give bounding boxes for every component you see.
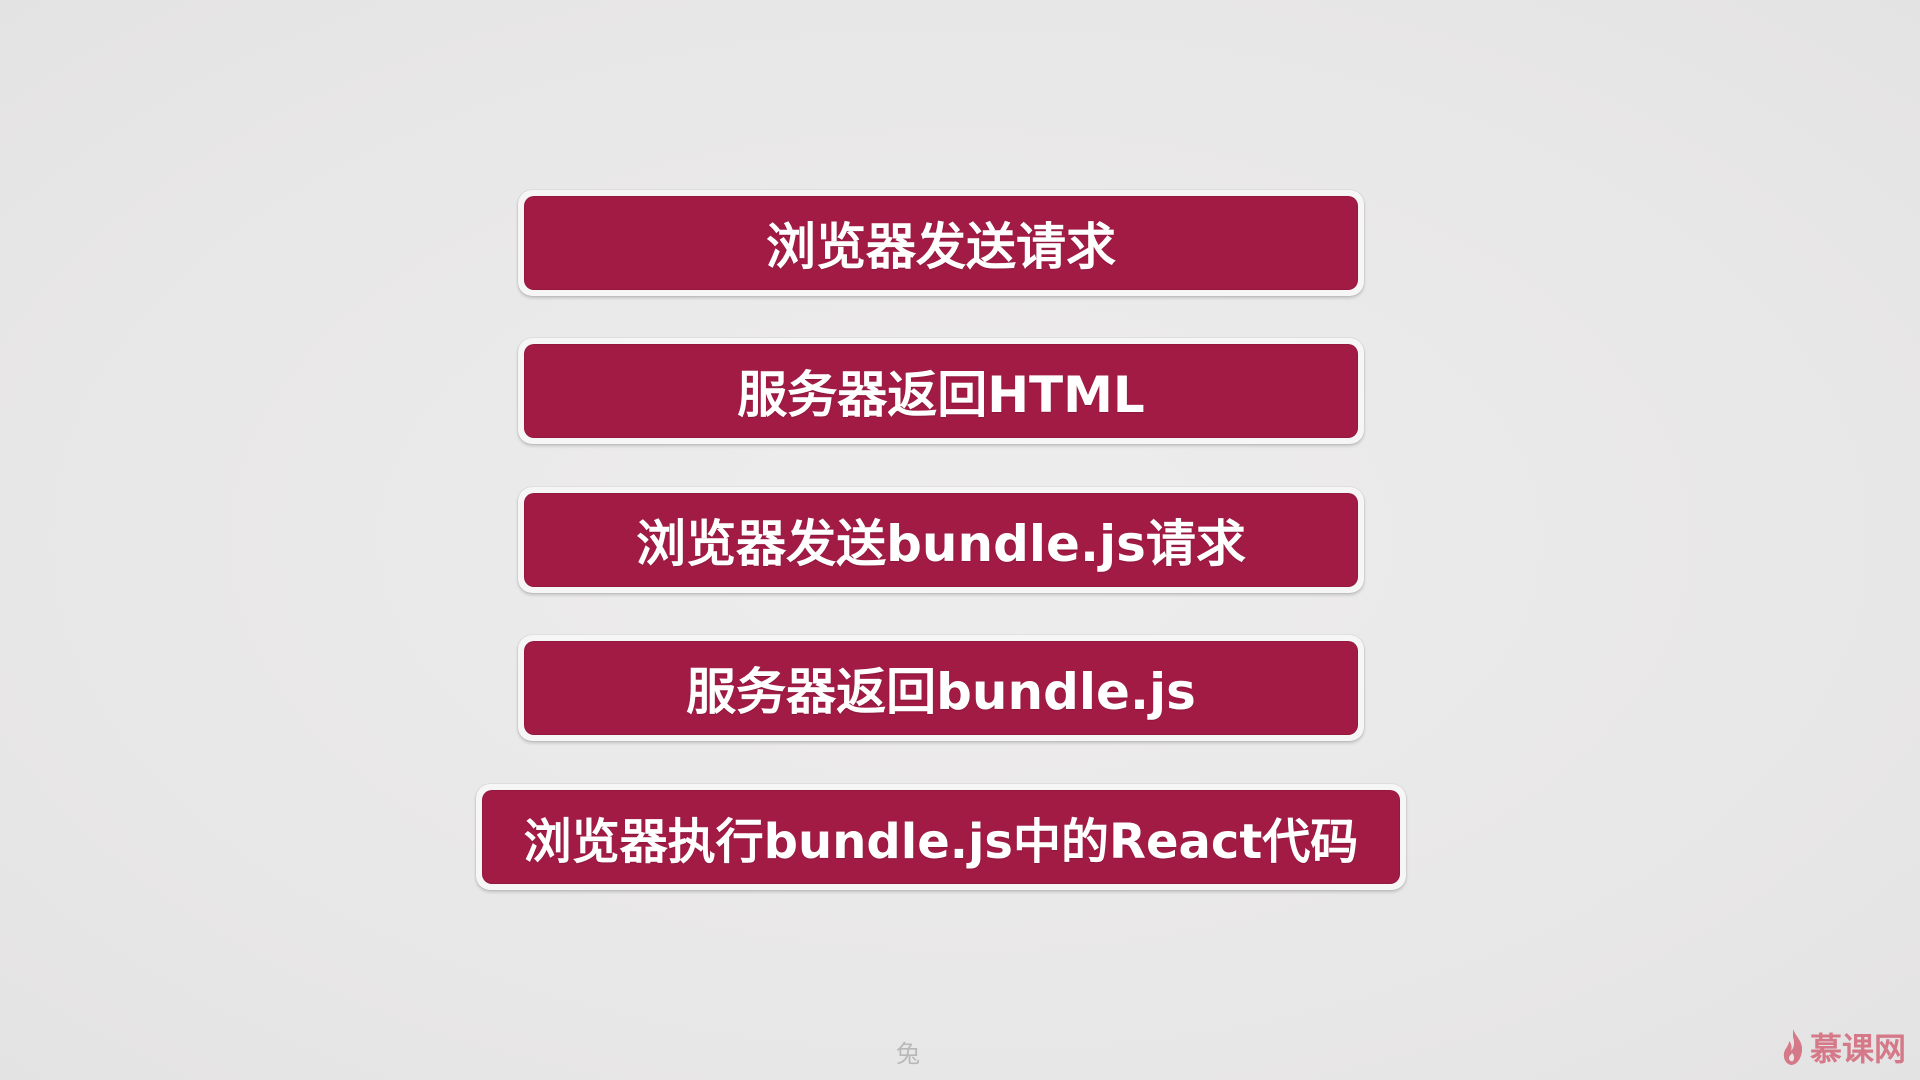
flow-step-label: 浏览器发送bundle.js请求 (636, 515, 1246, 573)
flow-step-box: 服务器返回HTML (524, 344, 1358, 438)
flow-step-box: 服务器返回bundle.js (524, 641, 1358, 735)
flow-step-label: 服务器返回HTML (737, 366, 1145, 424)
flow-step-box: 浏览器执行bundle.js中的React代码 (482, 790, 1400, 884)
flow-step-2: 服务器返回HTML (518, 338, 1364, 444)
flow-step-label: 浏览器发送请求 (766, 218, 1116, 276)
flow-step-5: 浏览器执行bundle.js中的React代码 (476, 784, 1406, 890)
flow-step-4: 服务器返回bundle.js (518, 635, 1364, 741)
footer-mark: 兔 (896, 1040, 920, 1068)
flow-step-1: 浏览器发送请求 (518, 190, 1364, 296)
brand-name: 慕课网 (1809, 1030, 1906, 1068)
flame-icon (1783, 1029, 1803, 1065)
flow-step-label: 服务器返回bundle.js (686, 663, 1196, 721)
brand-watermark: 慕课网 (1780, 1024, 1906, 1070)
flow-step-label: 浏览器执行bundle.js中的React代码 (523, 814, 1359, 870)
flow-step-3: 浏览器发送bundle.js请求 (518, 487, 1364, 593)
flow-step-box: 浏览器发送请求 (524, 196, 1358, 290)
flow-step-box: 浏览器发送bundle.js请求 (524, 493, 1358, 587)
